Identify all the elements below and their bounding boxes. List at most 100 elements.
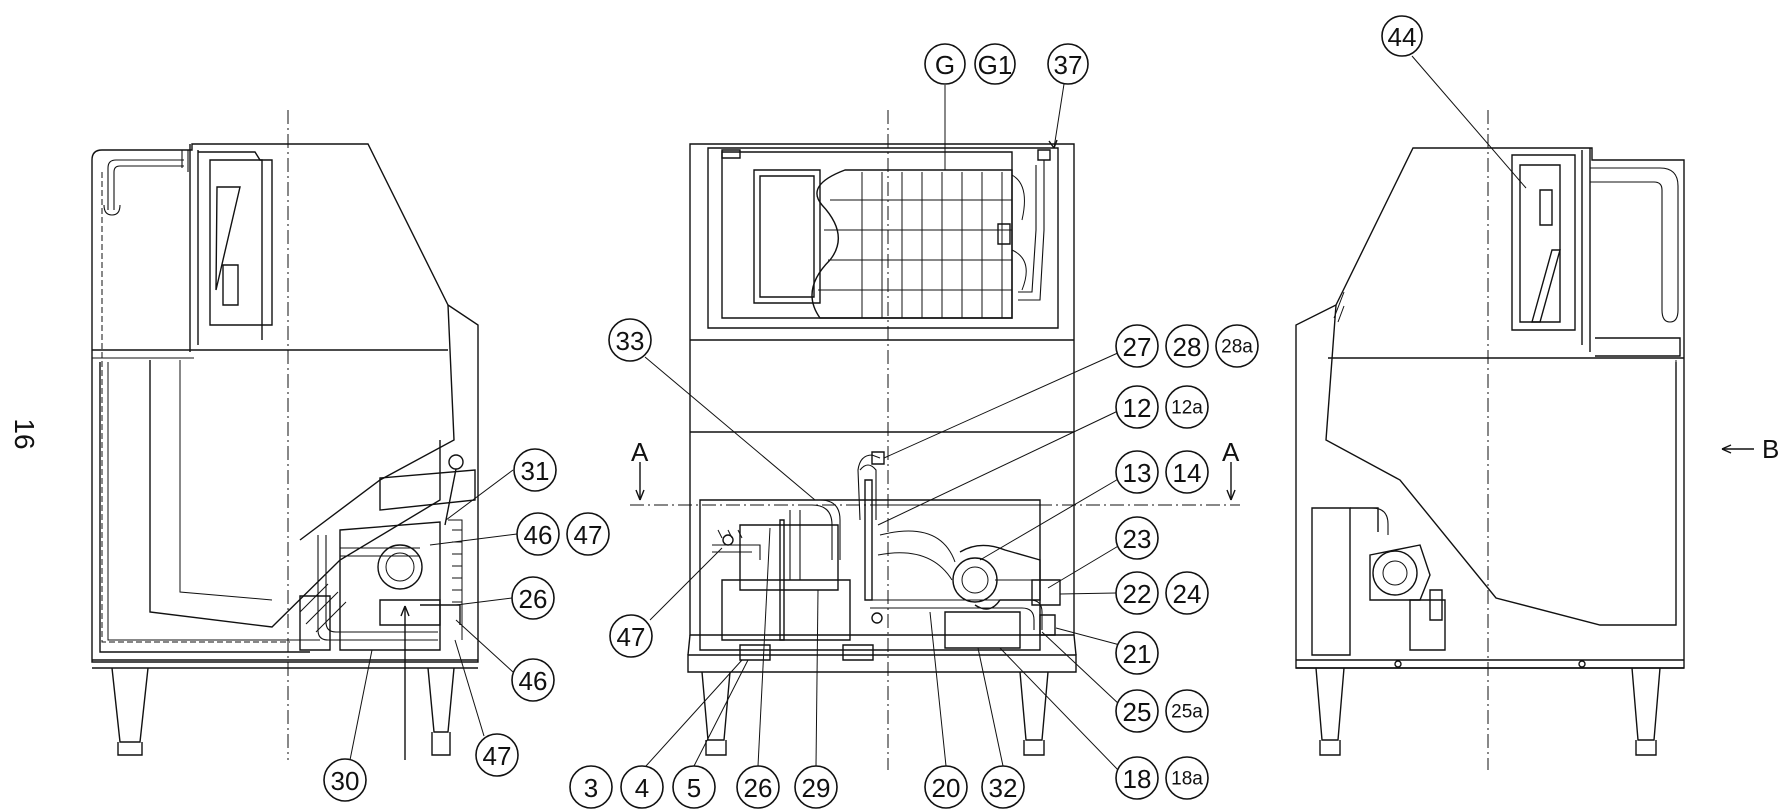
callout-number: 26	[744, 773, 773, 803]
callout-number: 31	[521, 456, 550, 486]
callout-circle	[1165, 450, 1209, 494]
callout-circle	[672, 765, 716, 809]
callout-number: 25	[1123, 697, 1152, 727]
callout-number: 5	[687, 773, 701, 803]
callout-G1: G1	[974, 43, 1016, 85]
callout-number: 12a	[1171, 398, 1203, 419]
callout-3: 3	[569, 765, 613, 809]
callout-28a: 28a	[1215, 324, 1259, 368]
callout-30: 30	[323, 758, 367, 802]
callout-number: G1	[978, 50, 1013, 80]
callout-number: 23	[1123, 524, 1152, 554]
callout-circle	[569, 765, 613, 809]
callout-21: 21	[1115, 631, 1159, 675]
callout-47: 47	[475, 733, 519, 777]
callout-circle	[981, 765, 1025, 809]
callout-circle	[794, 765, 838, 809]
callout-circle	[1165, 571, 1209, 615]
callout-circle	[924, 43, 966, 85]
callout-circle	[1115, 756, 1159, 800]
callout-14: 14	[1165, 450, 1209, 494]
callout-circle	[1165, 385, 1209, 429]
callout-number: 24	[1173, 579, 1202, 609]
callout-number: G	[935, 50, 955, 80]
callout-number: 29	[802, 773, 831, 803]
callout-37: 37	[1047, 43, 1089, 85]
callout-18a: 18a	[1165, 756, 1209, 800]
callout-circle	[1115, 571, 1159, 615]
callout-25: 25	[1115, 689, 1159, 733]
callout-22: 22	[1115, 571, 1159, 615]
callout-circle	[513, 448, 557, 492]
left-side-view	[91, 110, 518, 761]
callout-circle	[1115, 324, 1159, 368]
callout-number: 30	[331, 766, 360, 796]
callout-number: 25a	[1171, 702, 1203, 723]
callout-31: 31	[513, 448, 557, 492]
callout-12: 12	[1115, 385, 1159, 429]
callout-number: 46	[519, 666, 548, 696]
callout-circle	[924, 765, 968, 809]
callout-number: 47	[483, 741, 512, 771]
callout-25a: 25a	[1165, 689, 1209, 733]
view-label-b: B	[1762, 434, 1779, 464]
callout-27: 27	[1115, 324, 1159, 368]
callout-number: 12	[1123, 393, 1152, 423]
callout-circle	[1047, 43, 1089, 85]
callout-number: 27	[1123, 332, 1152, 362]
callout-circle	[566, 512, 610, 556]
callout-23: 23	[1115, 516, 1159, 560]
callout-number: 13	[1123, 458, 1152, 488]
callout-32: 32	[981, 765, 1025, 809]
section-label-a-right: A	[1222, 437, 1240, 467]
callout-46: 46	[511, 658, 555, 702]
callout-circle	[974, 43, 1016, 85]
callout-circle	[1115, 631, 1159, 675]
callout-26: 26	[736, 765, 780, 809]
callout-circle	[609, 614, 653, 658]
callout-13: 13	[1115, 450, 1159, 494]
right-side-view	[1295, 55, 1754, 770]
callout-circle	[1381, 15, 1423, 57]
callout-29: 29	[794, 765, 838, 809]
callout-circle	[323, 758, 367, 802]
callout-26: 26	[511, 576, 555, 620]
callout-number: 21	[1123, 639, 1152, 669]
callout-18: 18	[1115, 756, 1159, 800]
callout-number: 44	[1388, 22, 1417, 52]
callout-number: 3	[584, 773, 598, 803]
callout-44: 44	[1381, 15, 1423, 57]
callout-46: 46	[516, 512, 560, 556]
callout-circle	[511, 658, 555, 702]
callout-number: 47	[617, 622, 646, 652]
callout-5: 5	[672, 765, 716, 809]
callout-circle	[736, 765, 780, 809]
front-view	[630, 83, 1240, 773]
callout-24: 24	[1165, 571, 1209, 615]
callout-circle	[1115, 450, 1159, 494]
callout-circle	[1215, 324, 1259, 368]
callout-number: 28a	[1221, 337, 1253, 358]
callout-20: 20	[924, 765, 968, 809]
callout-circle	[620, 765, 664, 809]
callout-4: 4	[620, 765, 664, 809]
callout-47: 47	[566, 512, 610, 556]
callout-number: 22	[1123, 579, 1152, 609]
callout-number: 20	[932, 773, 961, 803]
callout-number: 18	[1123, 764, 1152, 794]
callout-number: 18a	[1171, 769, 1203, 790]
callout-12a: 12a	[1165, 385, 1209, 429]
callout-33: 33	[608, 318, 652, 362]
callout-circle	[516, 512, 560, 556]
callout-number: 28	[1173, 332, 1202, 362]
callout-circle	[1115, 385, 1159, 429]
section-label-a-left: A	[631, 437, 649, 467]
callout-number: 33	[616, 326, 645, 356]
callout-number: 26	[519, 584, 548, 614]
callout-circle	[608, 318, 652, 362]
callout-circle	[1115, 689, 1159, 733]
callout-circle	[1165, 756, 1209, 800]
callout-number: 14	[1173, 458, 1202, 488]
callout-circle	[1115, 516, 1159, 560]
